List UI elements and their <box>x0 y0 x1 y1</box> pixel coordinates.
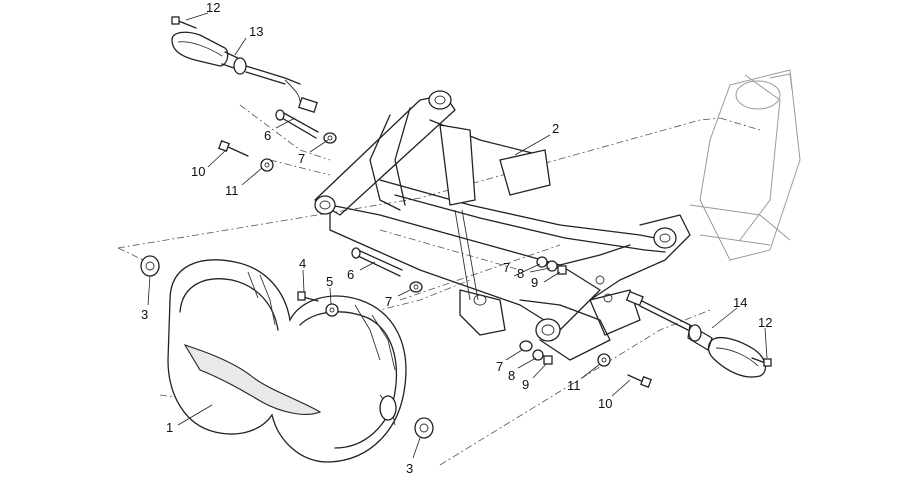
callout-12: 12 <box>758 315 772 330</box>
callout-12: 12 <box>206 0 220 15</box>
callout-4: 4 <box>299 256 306 271</box>
callout-7: 7 <box>385 294 392 309</box>
callout-14: 14 <box>733 295 747 310</box>
callout-9: 9 <box>522 377 529 392</box>
subframe-part-2 <box>314 90 691 361</box>
callout-5: 5 <box>326 274 333 289</box>
leader-lines <box>147 12 768 459</box>
callout-2: 2 <box>552 121 559 136</box>
main-frame-background <box>689 69 801 261</box>
callout-labels: 12 13 6 7 10 11 2 3 4 5 6 7 7 8 9 14 12 … <box>141 0 772 476</box>
callout-11: 11 <box>567 378 581 393</box>
callout-7: 7 <box>503 260 510 275</box>
callout-8: 8 <box>508 368 515 383</box>
callout-8: 8 <box>517 266 524 281</box>
callout-10: 10 <box>598 396 612 411</box>
left-turn-indicator-part-13 <box>171 31 318 114</box>
callout-13: 13 <box>249 24 263 39</box>
callout-1: 1 <box>166 420 173 435</box>
callout-9: 9 <box>531 275 538 290</box>
headlight-assembly-part-1 <box>167 259 407 463</box>
callout-3: 3 <box>406 461 413 476</box>
callout-11: 11 <box>225 183 239 198</box>
right-turn-indicator-part-14 <box>625 290 767 378</box>
callout-10: 10 <box>191 164 205 179</box>
callout-6: 6 <box>347 267 354 282</box>
callout-6: 6 <box>264 128 271 143</box>
callout-3: 3 <box>141 307 148 322</box>
callout-7: 7 <box>496 359 503 374</box>
callout-7: 7 <box>298 151 305 166</box>
